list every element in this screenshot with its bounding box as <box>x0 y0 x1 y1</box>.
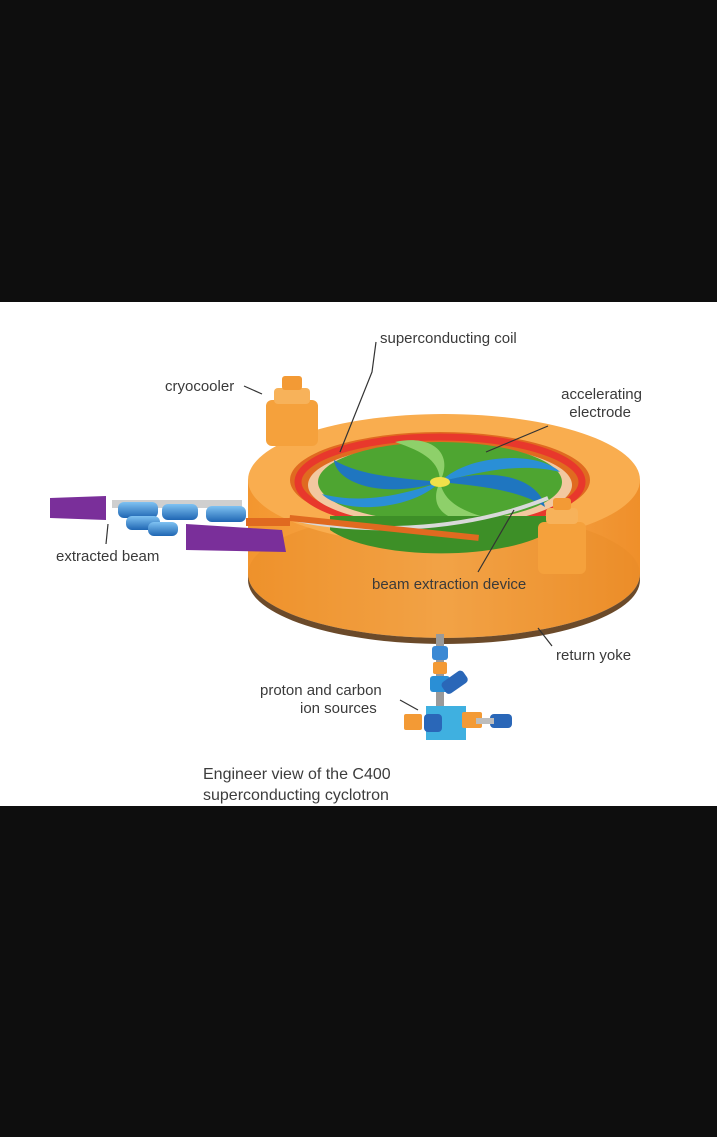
leader-accelerating-electrode <box>485 425 549 453</box>
leader-beam-extraction-device <box>477 509 515 573</box>
leader-extracted-beam <box>105 523 109 545</box>
label-accelerating-electrode-2: electrode <box>569 404 631 421</box>
leader-ion-sources <box>399 699 419 711</box>
label-accelerating-electrode-1: accelerating <box>561 386 642 403</box>
label-extracted-beam: extracted beam <box>56 548 160 565</box>
leader-return-yoke <box>537 627 553 647</box>
bottom-black-band <box>0 806 717 1137</box>
cryocooler <box>266 376 586 574</box>
caption-line-2: superconducting cyclotron <box>203 787 389 804</box>
figure-caption: Engineer view of the C400 superconductin… <box>203 764 391 806</box>
label-ion-sources-1: proton and carbon <box>260 682 382 699</box>
label-superconducting-coil: superconducting coil <box>380 330 517 347</box>
top-black-band <box>0 0 717 302</box>
extracted-beam-line <box>50 496 290 552</box>
ion-sources <box>404 634 512 740</box>
diagram-panel: superconducting coil cryocooler accelera… <box>0 302 717 806</box>
leader-lines <box>105 341 553 711</box>
leader-superconducting-coil <box>339 341 377 453</box>
label-cryocooler: cryocooler <box>165 378 235 395</box>
accelerating-electrode <box>318 440 562 554</box>
cyclotron-illustration <box>50 341 640 740</box>
label-return-yoke: return yoke <box>556 647 632 664</box>
label-ion-sources-2: ion sources <box>300 700 377 717</box>
leader-cryocooler <box>243 385 263 395</box>
label-beam-extraction-device: beam extraction device <box>372 576 527 593</box>
caption-line-1: Engineer view of the C400 <box>203 766 391 783</box>
